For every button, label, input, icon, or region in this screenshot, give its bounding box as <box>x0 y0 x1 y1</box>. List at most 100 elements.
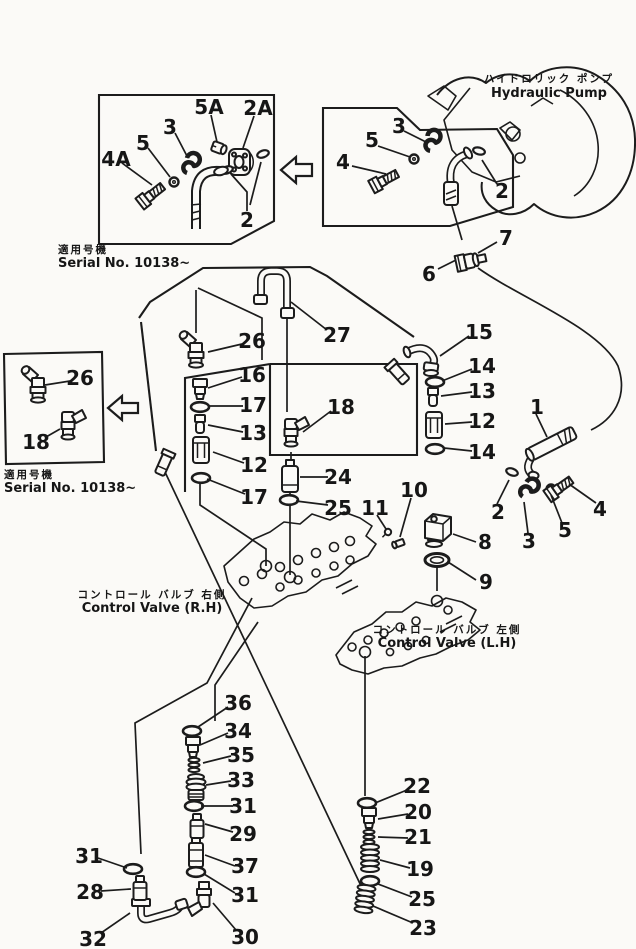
callout-4: 4 <box>336 150 350 174</box>
callout-2: 2 <box>240 208 254 232</box>
leader-line <box>97 857 128 869</box>
callout-2A: 2A <box>243 96 273 120</box>
leader-line <box>100 912 131 934</box>
part-washer <box>168 176 180 188</box>
part-adapter <box>361 807 377 829</box>
leader-line <box>212 902 237 931</box>
callout-leader-lines <box>44 114 597 934</box>
part-oring-sm <box>471 145 487 157</box>
callout-32: 32 <box>79 927 107 949</box>
serial-note-top: Serial No. 10138~ <box>58 256 190 271</box>
part-oring <box>424 375 446 389</box>
part-oring <box>189 400 211 414</box>
callout-31: 31 <box>231 883 259 907</box>
connection-line <box>197 287 263 360</box>
connection-lines <box>134 205 463 889</box>
connection-line <box>451 205 463 241</box>
leader-line <box>568 483 597 504</box>
leader-line <box>452 533 477 543</box>
part-oring-lg <box>423 552 451 568</box>
zone-outline <box>138 265 415 338</box>
leader-line <box>45 428 61 438</box>
control-valve-rh-label: Control Valve (R.H) <box>82 601 223 616</box>
leader-line <box>203 873 236 894</box>
part-oring <box>185 865 207 879</box>
leader-line <box>379 859 411 869</box>
part-adapter29 <box>132 875 148 901</box>
callout-19: 19 <box>406 857 434 881</box>
zone-outline <box>183 362 271 492</box>
part-sleeve24 <box>281 459 299 493</box>
callout-30: 30 <box>231 925 259 949</box>
callout-1: 1 <box>530 395 544 419</box>
part-oring <box>122 862 144 876</box>
part-plug <box>209 139 229 157</box>
leader-line <box>441 368 473 382</box>
control-valve-lh-label: コントロール バルブ 左側 <box>373 623 522 636</box>
leader-line <box>377 883 413 898</box>
part-tube1 <box>516 426 586 483</box>
leader-line <box>444 421 473 425</box>
part-core33 <box>185 773 207 801</box>
callout-2: 2 <box>495 179 509 203</box>
callout-9: 9 <box>479 570 493 594</box>
part-oring <box>181 724 203 738</box>
leader-line <box>523 501 529 534</box>
part-clamp <box>519 476 540 500</box>
callout-31: 31 <box>229 794 257 818</box>
part-nipple <box>194 414 206 434</box>
part-anglefit <box>152 447 177 478</box>
callout-12: 12 <box>468 409 496 433</box>
zone-outline <box>268 362 419 457</box>
leader-line <box>249 161 262 206</box>
callout-28: 28 <box>76 880 104 904</box>
leader-line <box>100 888 132 892</box>
part-clamp <box>183 153 200 173</box>
callout-13: 13 <box>468 379 496 403</box>
callout-12: 12 <box>240 453 268 477</box>
zone-outline <box>139 321 158 452</box>
connection-line <box>199 482 267 566</box>
leader-line <box>290 301 328 331</box>
leader-line <box>399 497 412 538</box>
callout-3: 3 <box>163 115 177 139</box>
hose-curve-drawing <box>477 267 623 431</box>
detail-box-top-left <box>97 93 276 246</box>
callout-5: 5 <box>558 518 572 542</box>
leader-line <box>174 132 189 159</box>
connection-line <box>134 597 253 855</box>
part-oring <box>183 799 205 813</box>
control-valve-lh-drawing <box>335 594 481 675</box>
part-anglefit <box>383 357 412 388</box>
part-oring <box>278 493 300 507</box>
leader-line <box>212 451 245 464</box>
leader-line <box>351 165 387 175</box>
part-oring <box>190 471 212 485</box>
leader-line <box>437 259 457 270</box>
callout-7: 7 <box>499 226 513 250</box>
detail-arrow-icon <box>106 393 140 423</box>
leader-line <box>439 335 470 357</box>
zone-outline-lines <box>138 265 419 492</box>
callout-37: 37 <box>231 854 259 878</box>
callout-22: 22 <box>403 774 431 798</box>
part-tiny11 <box>379 526 394 539</box>
callout-18: 18 <box>22 430 50 454</box>
callout-5A: 5A <box>194 95 224 119</box>
leader-line <box>535 413 548 438</box>
leader-line <box>205 780 232 786</box>
leader-line <box>481 159 498 185</box>
pipe-27-drawing <box>253 267 295 319</box>
callout-4A: 4A <box>101 147 131 171</box>
part-spring-sm <box>362 828 376 846</box>
callout-20: 20 <box>404 800 432 824</box>
control-valve-lh-label: Control Valve (L.H) <box>378 636 517 651</box>
leader-line <box>44 380 71 386</box>
callout-26: 26 <box>66 366 94 390</box>
connection-line <box>214 621 259 721</box>
part-elbowB <box>444 146 474 205</box>
